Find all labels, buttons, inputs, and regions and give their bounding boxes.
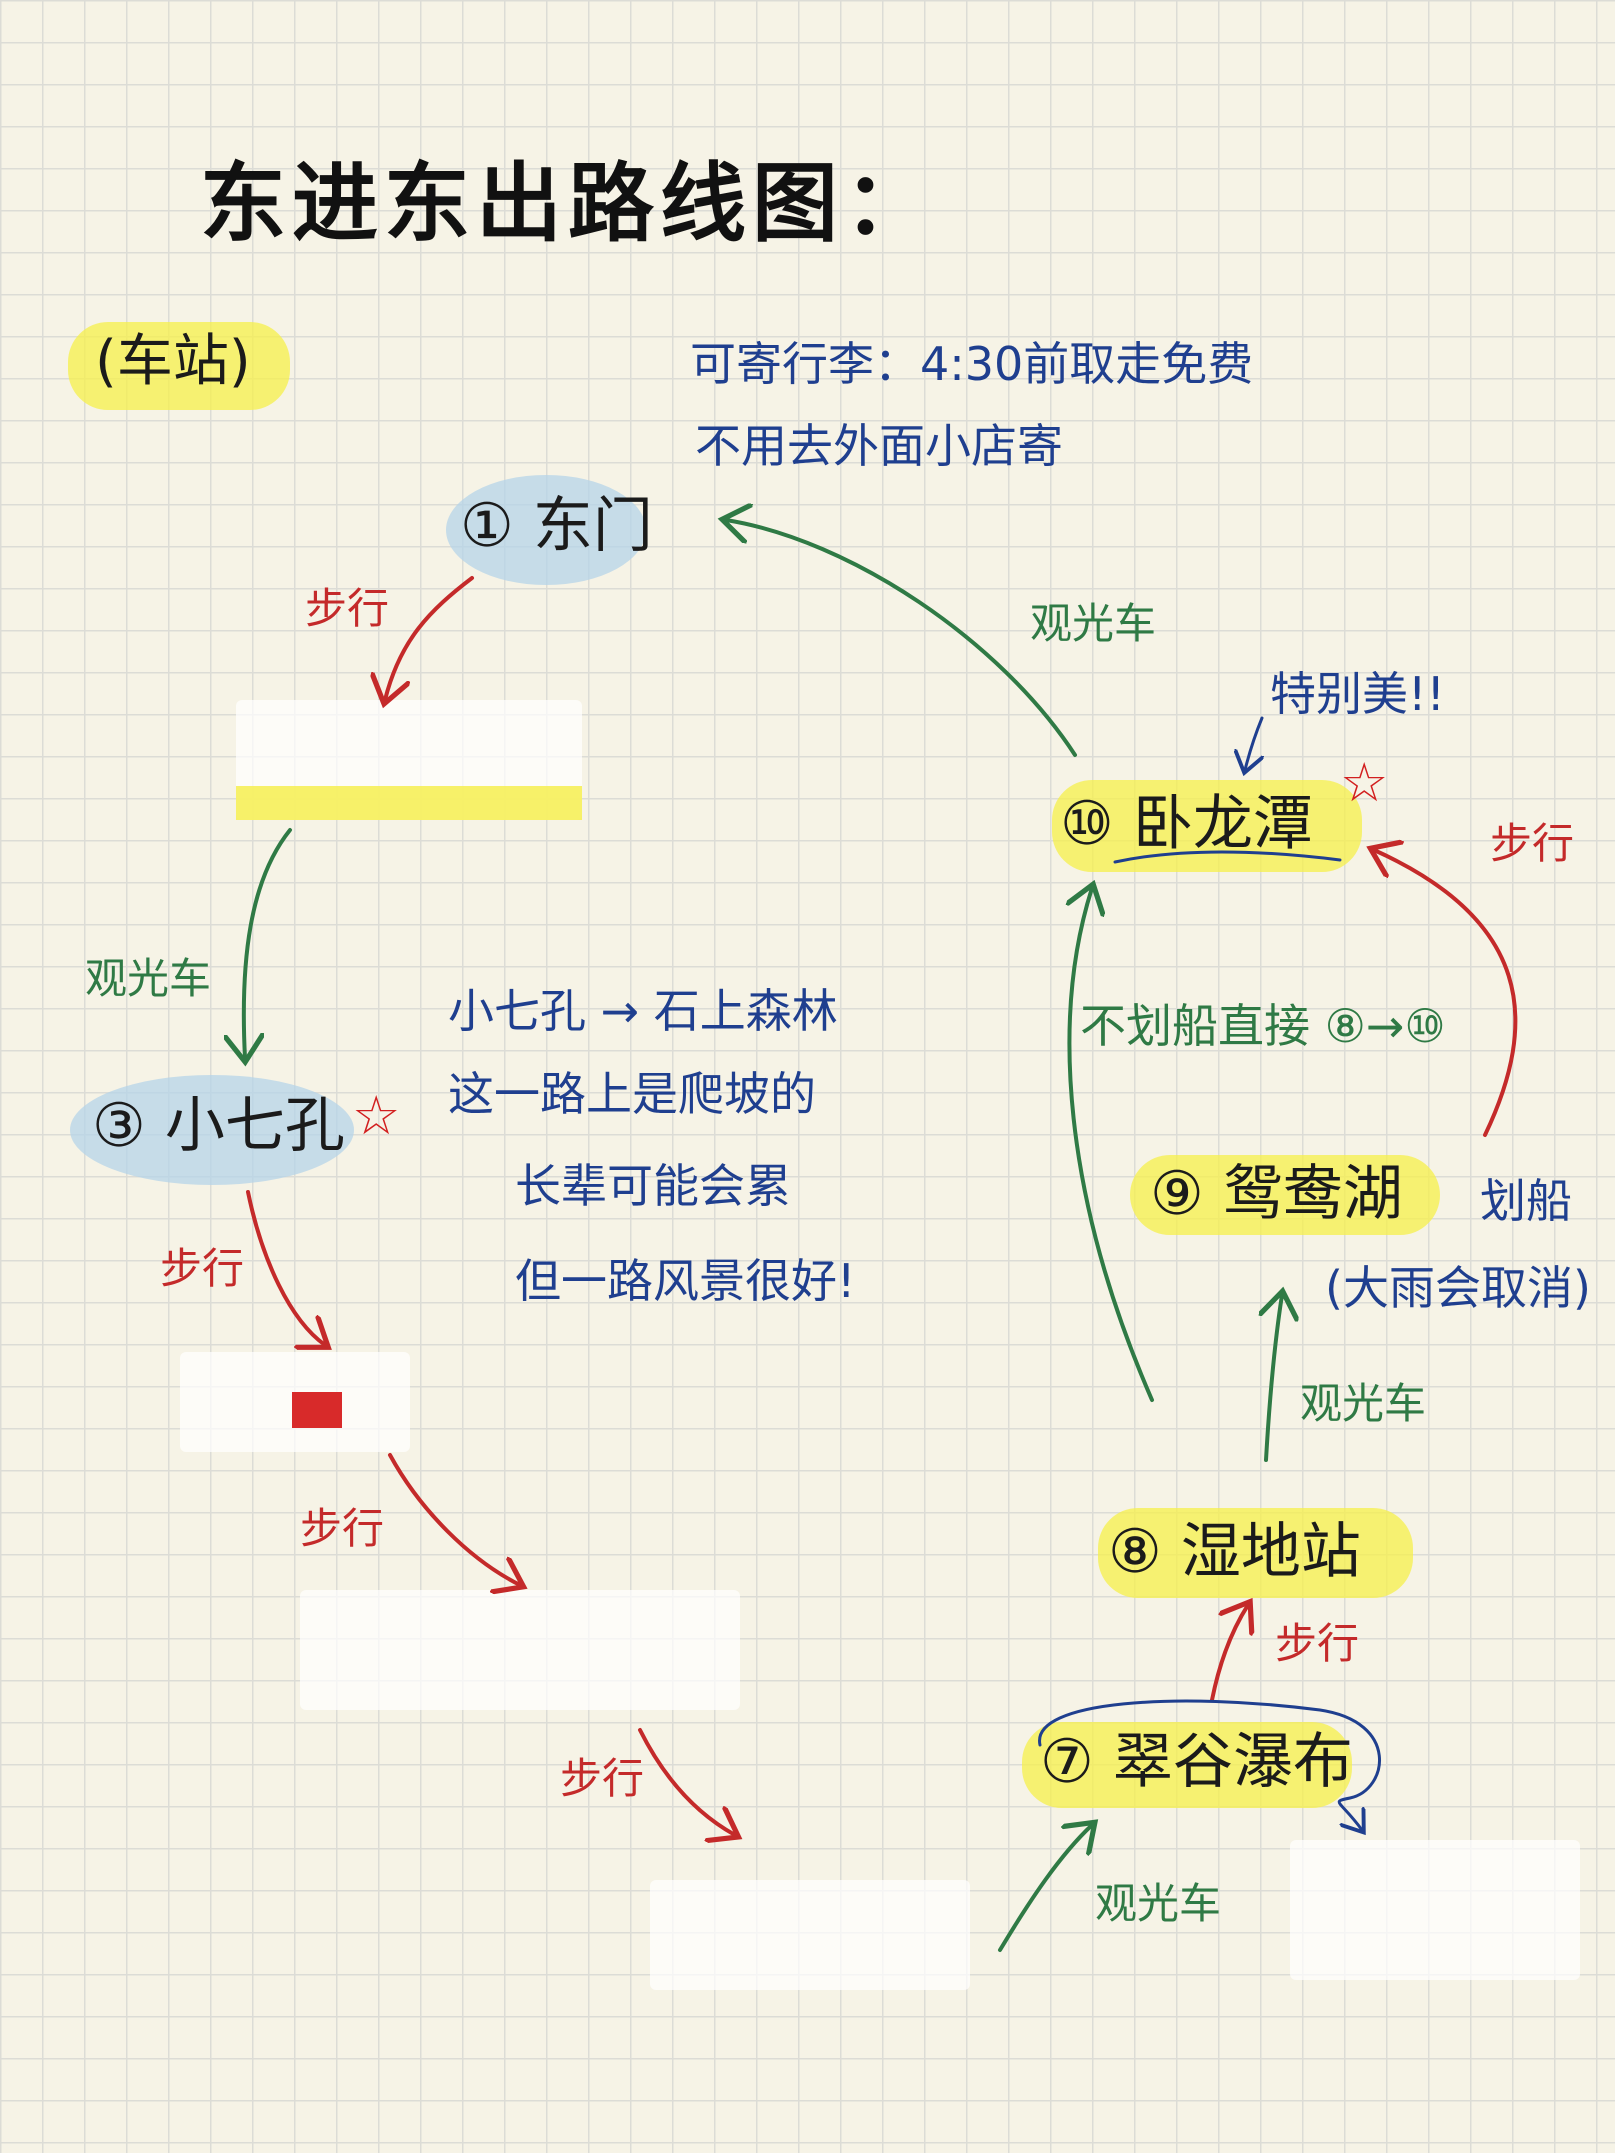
start-label: (车站): [95, 329, 251, 394]
skip-boat-note: 不划船直接 ⑧→⑩: [1080, 999, 1446, 1053]
arrow-special: [1245, 716, 1262, 770]
forest-note-line1: 小七孔 → 石上森林: [448, 984, 838, 1038]
edge-label-walk-3: 步行: [300, 1504, 385, 1553]
edge-label-bus-1: 观光车: [85, 954, 212, 1003]
arrow-bus-1: [244, 828, 292, 1058]
luggage-note-line2: 不用去外面小店寄: [695, 419, 1063, 473]
forest-note-line4: 但一路风景很好!: [515, 1254, 856, 1308]
node-shidizhan: ⑧ 湿地站: [1108, 1517, 1361, 1587]
page-title: 东进东出路线图：: [200, 154, 936, 254]
star-icon: ☆: [1340, 751, 1389, 814]
photo-placeholder-2-mark: [292, 1392, 342, 1428]
node-cuigu: ⑦ 翠谷瀑布: [1040, 1727, 1353, 1797]
arrow-walk-2: [246, 1190, 325, 1345]
node-east-gate: ① 东门: [460, 491, 653, 561]
edge-label-walk-5: 步行: [1275, 1619, 1360, 1668]
photo-placeholder-1: [236, 700, 582, 820]
rain-note: (大雨会取消): [1325, 1261, 1591, 1315]
photo-placeholder-5: [1290, 1840, 1580, 1980]
yuanyanghu-highlight: [1130, 1155, 1440, 1235]
arrow-walk-5: [1210, 1605, 1248, 1702]
edge-label-walk-6: 步行: [1490, 819, 1575, 868]
edge-label-bus-3: 观光车: [1300, 1379, 1427, 1428]
arrow-walk-3: [388, 1453, 520, 1585]
cuigu-highlight: [1022, 1722, 1352, 1808]
photo-placeholder-2: [180, 1352, 410, 1452]
arrow-walk-4: [638, 1728, 735, 1835]
circle-cuigu: [1038, 1699, 1381, 1830]
node-xiaoqikong: ③ 小七孔: [92, 1091, 345, 1161]
edge-label-bus-5: 观光车: [1030, 599, 1157, 648]
node-wolongtan: ⑩ 卧龙潭: [1060, 789, 1313, 859]
photo-placeholder-3: [300, 1590, 740, 1710]
special-note: 特别美!!: [1270, 667, 1445, 721]
shidizhan-highlight: [1098, 1508, 1413, 1598]
luggage-note-line1: 可寄行李：4:30前取走免费: [690, 337, 1254, 391]
xiaoqikong-highlight: [70, 1075, 354, 1185]
arrow-walk-6: [1374, 850, 1518, 1137]
arrow-walk-1: [385, 576, 474, 700]
star-icon: ☆: [352, 1084, 401, 1147]
arrow-bus-5: [726, 520, 1077, 757]
edge-label-bus-2: 观光车: [1095, 1879, 1222, 1928]
underline-wolongtan: [1113, 850, 1342, 864]
photo-placeholder-4: [650, 1880, 970, 1990]
photo-placeholder-1-band: [236, 786, 582, 820]
arrow-bus-2: [998, 1825, 1092, 1952]
east-gate-highlight: [446, 475, 646, 585]
start-highlight: [68, 322, 290, 410]
arrow-bus-4: [1069, 888, 1154, 1402]
forest-note-line2: 这一路上是爬坡的: [448, 1067, 816, 1121]
node-yuanyanghu: ⑨ 鸳鸯湖: [1150, 1159, 1403, 1229]
edge-label-walk-2: 步行: [160, 1244, 245, 1293]
edge-label-walk-1: 步行: [305, 584, 390, 633]
forest-note-line3: 长辈可能会累: [515, 1159, 791, 1213]
arrow-bus-3: [1266, 1295, 1282, 1462]
edge-label-walk-4: 步行: [560, 1754, 645, 1803]
boating-note: 划船: [1480, 1174, 1572, 1228]
